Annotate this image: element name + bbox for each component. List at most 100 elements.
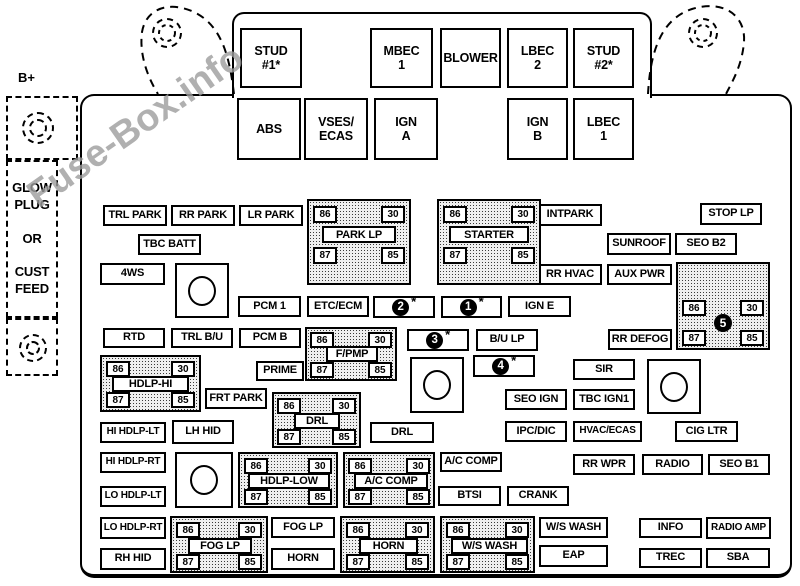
relay-pin-85: 85 bbox=[171, 392, 195, 408]
fuse-drl: DRL bbox=[370, 422, 434, 443]
fuse-hi-hdlp-rt: HI HDLP-RT bbox=[100, 452, 166, 473]
relay-pin-30: 30 bbox=[740, 300, 764, 316]
glow-plug-feed-label: GLOW PLUG OR CUST FEED bbox=[12, 179, 52, 297]
lower-terminal-ring-inner-icon bbox=[26, 341, 40, 355]
terminal-ring-icon bbox=[22, 112, 54, 144]
relay-pin-30: 30 bbox=[332, 398, 356, 414]
relay-pin-85: 85 bbox=[511, 247, 535, 264]
fuse-hi-hdlp-lt: HI HDLP-LT bbox=[100, 422, 166, 443]
b-plus-label: B+ bbox=[18, 70, 35, 85]
fuse-ign-e: IGN E bbox=[508, 296, 571, 317]
relay-pin-87: 87 bbox=[313, 247, 337, 264]
fuse-cig-ltr: CIG LTR bbox=[675, 421, 738, 442]
fuse-seo-b1: SEO B1 bbox=[708, 454, 770, 475]
relay-pin-86: 86 bbox=[106, 361, 130, 377]
fuse-4: 4* bbox=[473, 353, 535, 377]
relay-pin-87: 87 bbox=[443, 247, 467, 264]
terminal-ring-inner-icon bbox=[29, 119, 47, 137]
fuse-ign-a: IGN A bbox=[374, 98, 438, 160]
relay-pin-86: 86 bbox=[348, 458, 372, 474]
relay-label-drl: DRL bbox=[294, 413, 340, 429]
glow-plug-feed-box: GLOW PLUG OR CUST FEED bbox=[6, 160, 58, 318]
relay-hdlp-low: 86 30 HDLP-LOW 87 85 bbox=[238, 452, 338, 508]
relay-5: 86 30 5 87 85 bbox=[676, 262, 770, 350]
relay-pin-30: 30 bbox=[406, 458, 430, 474]
fuse-trl-bu: TRL B/U bbox=[171, 328, 233, 348]
fuse-stud-1: STUD #1* bbox=[240, 28, 302, 88]
relay-socket-1 bbox=[175, 263, 229, 318]
relay-ws-wash: 86 30 W/S WASH 87 85 bbox=[440, 516, 535, 573]
relay-label-fog-lp: FOG LP bbox=[188, 538, 252, 554]
fuse-crank: CRANK bbox=[507, 486, 569, 506]
fuse-eap: EAP bbox=[539, 545, 608, 567]
relay-pin-30: 30 bbox=[308, 458, 332, 474]
relay-pin-85: 85 bbox=[505, 554, 529, 570]
fuse-sunroof: SUNROOF bbox=[607, 233, 671, 255]
fuse-2: 2* bbox=[373, 294, 435, 318]
fuse-rtd: RTD bbox=[103, 328, 165, 348]
fuse-frt-park: FRT PARK bbox=[205, 388, 267, 409]
fuse-pcm-1: PCM 1 bbox=[238, 296, 301, 317]
fuse-stud-2: STUD #2* bbox=[573, 28, 634, 88]
left-bolt-hole-icon bbox=[152, 18, 182, 48]
relay-pin-30: 30 bbox=[405, 522, 429, 538]
relay-pin-86: 86 bbox=[277, 398, 301, 414]
relay-circle-icon bbox=[423, 370, 451, 400]
relay-pin-30: 30 bbox=[171, 361, 195, 377]
fuse-radio: RADIO bbox=[642, 454, 703, 475]
fuse-2-number: 2 bbox=[392, 298, 410, 316]
relay-pin-86: 86 bbox=[176, 522, 200, 538]
fuse-seo-b2: SEO B2 bbox=[675, 233, 737, 255]
fuse-ipc-dic: IPC/DIC bbox=[505, 421, 567, 442]
relay-circle-icon bbox=[190, 465, 218, 495]
relay-pin-85: 85 bbox=[368, 362, 392, 378]
fuse-trl-park: TRL PARK bbox=[103, 205, 167, 226]
relay-label-hdlp-hi: HDLP-HI bbox=[112, 376, 189, 392]
fuse-3-number: 3 bbox=[426, 331, 444, 349]
fuse-prime: PRIME bbox=[256, 361, 304, 381]
relay-pin-30: 30 bbox=[368, 332, 392, 348]
relay-pin-87: 87 bbox=[176, 554, 200, 570]
fuse-info: INFO bbox=[639, 518, 702, 538]
relay-socket-2 bbox=[410, 357, 464, 413]
lower-terminal-ring-icon bbox=[19, 334, 47, 362]
fuse-ac-comp: A/C COMP bbox=[440, 452, 502, 472]
relay-label-park-lp: PARK LP bbox=[322, 226, 396, 243]
lower-terminal-box bbox=[6, 318, 58, 376]
fuse-mbec-1: MBEC 1 bbox=[370, 28, 433, 88]
relay-label-f-pmp: F/PMP bbox=[326, 346, 378, 362]
relay-ac-comp: 86 30 A/C COMP 87 85 bbox=[343, 452, 435, 508]
relay-pin-86: 86 bbox=[310, 332, 334, 348]
relay-pin-86: 86 bbox=[443, 206, 467, 223]
relay-pin-86: 86 bbox=[446, 522, 470, 538]
relay-f-pmp: 86 30 F/PMP 87 85 bbox=[305, 327, 397, 381]
relay-pin-85: 85 bbox=[308, 489, 332, 505]
fuse-btsi: BTSI bbox=[438, 486, 501, 506]
fuse-etc-ecm: ETC/ECM bbox=[307, 296, 369, 317]
fuse-radio-amp: RADIO AMP bbox=[706, 517, 771, 539]
fuse-3-star: * bbox=[445, 326, 450, 342]
relay-pin-86: 86 bbox=[244, 458, 268, 474]
fuse-lh-hid: LH HID bbox=[172, 420, 234, 444]
relay-park-lp: 86 30 PARK LP 87 85 bbox=[307, 199, 411, 285]
fuse-1: 1* bbox=[441, 294, 502, 318]
fuse-rr-defog: RR DEFOG bbox=[608, 329, 672, 350]
relay-socket-4 bbox=[175, 452, 233, 508]
fuse-4-number: 4 bbox=[492, 357, 510, 375]
fuse-trec: TREC bbox=[639, 548, 702, 568]
fuse-pcm-b: PCM B bbox=[239, 328, 301, 348]
fuse-rr-park: RR PARK bbox=[171, 205, 235, 226]
fuse-bu-lp: B/U LP bbox=[476, 329, 538, 351]
relay-pin-85: 85 bbox=[406, 489, 430, 505]
fuse-sba: SBA bbox=[706, 548, 770, 568]
relay-5-number: 5 bbox=[714, 314, 732, 332]
right-tab-outline bbox=[647, 5, 746, 95]
relay-hdlp-hi: 86 30 HDLP-HI 87 85 bbox=[100, 355, 201, 412]
fuse-1-number: 1 bbox=[459, 298, 477, 316]
fuse-ws-wash: W/S WASH bbox=[539, 517, 608, 538]
fuse-abs: ABS bbox=[237, 98, 301, 160]
relay-pin-30: 30 bbox=[505, 522, 529, 538]
relay-pin-85: 85 bbox=[740, 330, 764, 346]
relay-fog-lp: 86 30 FOG LP 87 85 bbox=[170, 516, 268, 573]
